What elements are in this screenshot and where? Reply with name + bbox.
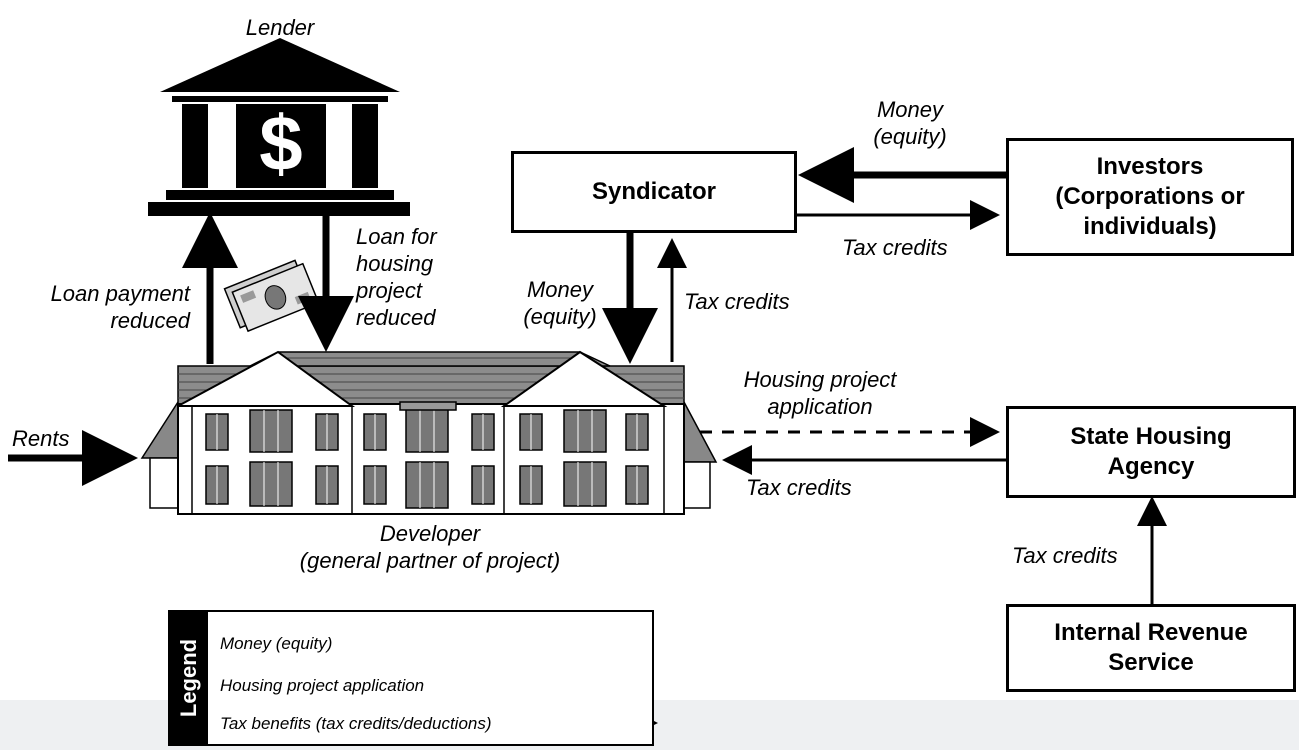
- money-equity-investors-label: Money (equity): [850, 96, 970, 150]
- irs-box: Internal Revenue Service: [1006, 604, 1296, 692]
- tax-credits-developer-syndicator-label: Tax credits: [684, 289, 790, 314]
- investors-label-line1: Investors: [1096, 153, 1204, 180]
- loan-housing-label: Loan for housing project reduced: [356, 223, 437, 331]
- agency-label-line2: Agency: [1107, 453, 1195, 480]
- housing-application-label: Housing project application: [715, 366, 925, 420]
- legend: Legend Money (equity) Housing project ap…: [168, 610, 654, 746]
- investors-box: Investors (Corporations or individuals): [1006, 138, 1294, 256]
- banknotes-icon: [223, 259, 320, 333]
- loan-payment-line2: reduced: [110, 308, 190, 333]
- loan-payment-line1: Loan payment: [50, 281, 190, 306]
- legend-application-label: Housing project application: [220, 676, 425, 695]
- developer-line1: Developer: [379, 521, 481, 546]
- money-equity-investors-line2: (equity): [873, 124, 947, 149]
- developer-label: Developer (general partner of project): [230, 520, 630, 574]
- loan-payment-label: Loan payment reduced: [10, 280, 190, 334]
- legend-money-label: Money (equity): [220, 634, 333, 653]
- loan-housing-line3: project: [356, 278, 423, 303]
- bank-dollar-icon: $: [148, 38, 410, 216]
- housing-application-line2: application: [767, 394, 873, 419]
- tax-credits-syndicator-investors-label: Tax credits: [842, 235, 948, 260]
- state-housing-agency-box: State Housing Agency: [1006, 406, 1296, 498]
- money-equity-syndicator-label: Money (equity): [510, 276, 610, 330]
- developer-line2: (general partner of project): [299, 548, 561, 573]
- svg-text:$: $: [259, 99, 302, 187]
- tax-credits-agency-developer-label: Tax credits: [746, 475, 852, 500]
- legend-tax-label: Tax benefits (tax credits/deductions): [220, 714, 492, 733]
- legend-title-tab: Legend: [170, 612, 208, 744]
- loan-housing-line4: reduced: [356, 305, 436, 330]
- money-equity-investors-line1: Money: [876, 97, 944, 122]
- housing-application-line1: Housing project: [743, 367, 897, 392]
- irs-label-line1: Internal Revenue: [1054, 619, 1248, 646]
- lender-label: Lender: [245, 15, 315, 40]
- investors-label-line2: (Corporations or: [1055, 183, 1245, 210]
- apartment-building-icon: [140, 350, 718, 515]
- syndicator-box: Syndicator: [511, 151, 797, 233]
- loan-housing-line1: Loan for: [356, 224, 437, 249]
- syndicator-label: Syndicator: [591, 178, 717, 205]
- money-equity-syndicator-line2: (equity): [523, 304, 597, 329]
- loan-housing-line2: housing: [356, 251, 434, 276]
- legend-title: Legend: [176, 638, 201, 718]
- rents-label: Rents: [12, 426, 70, 451]
- investors-label-line3: individuals): [1083, 213, 1217, 240]
- money-equity-syndicator-line1: Money: [526, 277, 594, 302]
- tax-credits-irs-agency-label: Tax credits: [1012, 543, 1118, 568]
- money-arrows: [8, 147, 1006, 486]
- irs-label-line2: Service: [1108, 649, 1194, 676]
- tax-arrows: [657, 200, 1167, 604]
- agency-label-line1: State Housing: [1070, 423, 1232, 450]
